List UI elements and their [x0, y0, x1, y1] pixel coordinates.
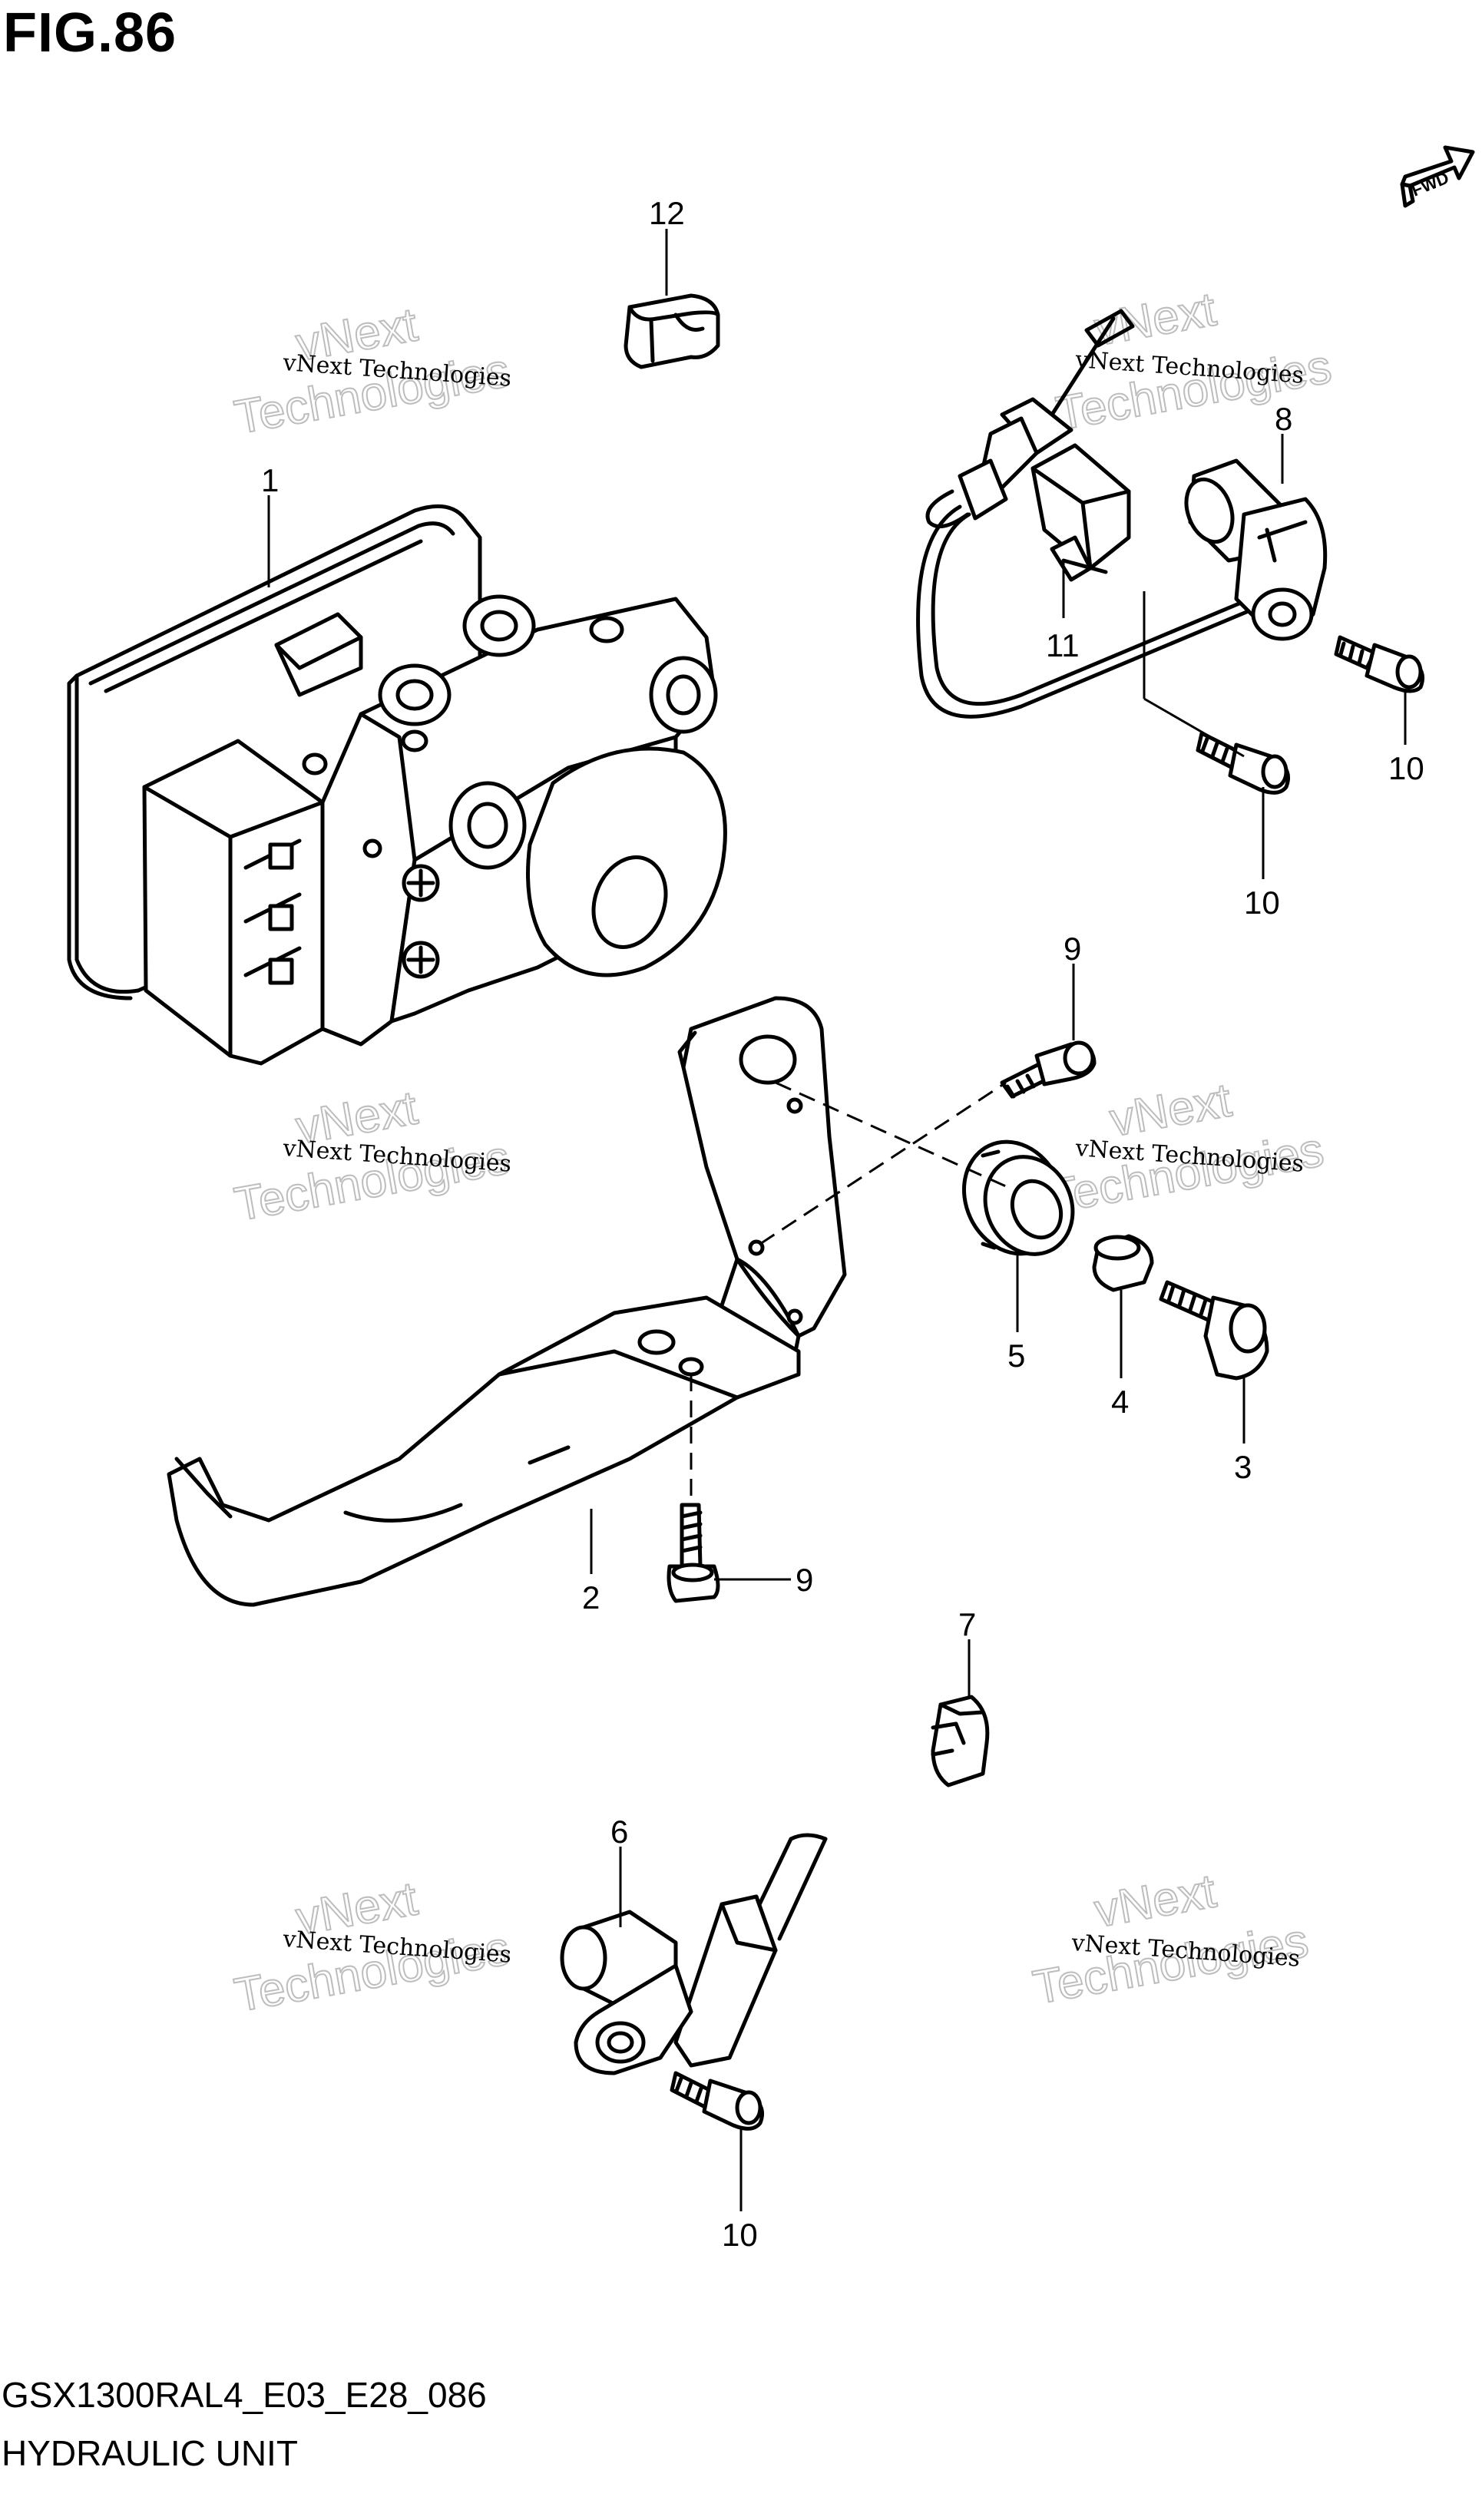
- callout-labels: 12 1 8 11 10 10 9 5 4 3 2 9 7 6 10: [261, 195, 1424, 2253]
- speed-sensor-part-7: [560, 1833, 828, 2075]
- bolt-part-9-a: [1000, 1040, 1097, 1099]
- svg-text:vNext: vNext: [1106, 1073, 1235, 1146]
- callout-4: 4: [1111, 1384, 1129, 1420]
- sensor-part-6: [1184, 458, 1328, 641]
- callout-2: 2: [582, 1579, 600, 1616]
- callout-7: 6: [610, 1814, 628, 1850]
- bolt-part-3: [1159, 1280, 1269, 1381]
- callout-1: 1: [261, 462, 279, 498]
- bolt-part-10-b: [1196, 731, 1290, 795]
- leader-lines: [267, 229, 1407, 2211]
- bolt-part-9-b: [667, 1503, 720, 1603]
- grommet-part-5: [961, 1139, 1075, 1256]
- svg-text:vNext: vNext: [1090, 283, 1219, 356]
- clip-part-8: [931, 1695, 990, 1787]
- callout-8: 7: [958, 1606, 976, 1642]
- figure-name: HYDRAULIC UNIT: [2, 2433, 298, 2473]
- watermark-top-left: vNext Technologies vNext Technologies: [230, 297, 514, 445]
- watermark-bottom-left: vNext Technologies vNext Technologies: [230, 1871, 514, 2022]
- watermark-bottom-right: vNext Technologies vNext Technologies: [1028, 1864, 1312, 2015]
- sensor-harness-part-11: [916, 309, 1262, 719]
- callout-5: 5: [1007, 1338, 1025, 1374]
- callout-10-a: 10: [1388, 750, 1424, 786]
- watermark-mid-right: vNext Technologies vNext Technologies: [1044, 1073, 1328, 1224]
- bolt-part-10-c: [670, 2071, 764, 2131]
- callout-10-c: 10: [722, 2217, 758, 2253]
- callout-12: 12: [649, 195, 685, 231]
- watermark-mid-left: vNext Technologies vNext Technologies: [230, 1080, 514, 1232]
- callout-3: 3: [1234, 1449, 1252, 1485]
- callout-10-b: 10: [1244, 885, 1280, 921]
- figure-code: GSX1300RAL4_E03_E28_086: [2, 2375, 487, 2415]
- bracket-part-2: [167, 996, 847, 1607]
- collar-part-4: [1092, 1234, 1154, 1292]
- callout-11: 11: [1046, 627, 1080, 663]
- svg-text:vNext: vNext: [1090, 1864, 1219, 1937]
- clip-part-12: [624, 293, 720, 369]
- figure-title: FIG.86: [3, 2, 177, 64]
- bolt-part-10-a: [1334, 635, 1424, 693]
- hydraulic-unit-part-1: [67, 504, 727, 1066]
- callout-6: 8: [1275, 401, 1292, 437]
- callout-9-b: 9: [796, 1562, 813, 1598]
- fwd-arrow-icon: FWD: [1400, 145, 1475, 208]
- watermark-top-right: vNext Technologies vNext Technologies: [1051, 282, 1335, 441]
- callout-9-a: 9: [1064, 931, 1081, 967]
